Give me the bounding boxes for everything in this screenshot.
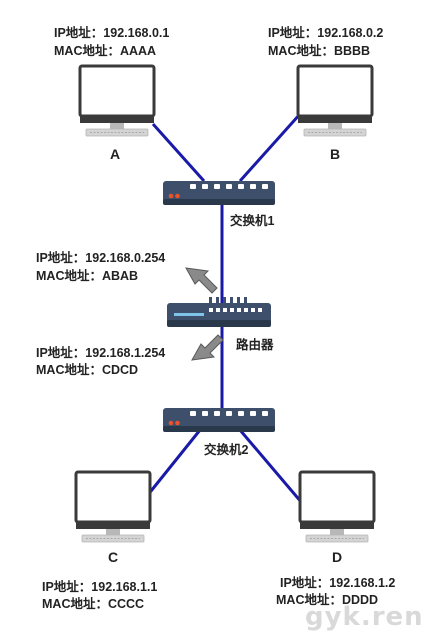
router-upper-ip: IP地址：192.168.0.254 xyxy=(36,250,165,265)
router-upper-mac: MAC地址：ABAB xyxy=(36,268,138,283)
host-c: C IP地址：192.168.1.1 MAC地址：CCCC xyxy=(42,470,157,611)
host-c-ip: IP地址：192.168.1.1 xyxy=(42,579,157,594)
switch-1-icon xyxy=(163,181,275,205)
host-b: IP地址：192.168.0.2 MAC地址：BBBB B xyxy=(268,25,383,162)
router: 路由器 IP地址：192.168.0.254 MAC地址：ABAB IP地址：1… xyxy=(36,250,274,377)
router-interface-upper: IP地址：192.168.0.254 MAC地址：ABAB xyxy=(36,250,218,294)
router-lower-mac: MAC地址：CDCD xyxy=(36,362,138,377)
watermark: gyk.ren xyxy=(305,602,424,632)
host-a: IP地址：192.168.0.1 MAC地址：AAAA A xyxy=(54,25,169,162)
switch-2-name: 交换机2 xyxy=(204,442,249,457)
router-interface-lower: IP地址：192.168.1.254 MAC地址：CDCD xyxy=(36,334,224,377)
switch-2-icon xyxy=(163,408,275,432)
link-switch2-c xyxy=(145,429,202,497)
host-a-mac: MAC地址：AAAA xyxy=(54,43,156,58)
host-c-mac: MAC地址：CCCC xyxy=(42,596,144,611)
host-a-ip: IP地址：192.168.0.1 xyxy=(54,25,169,40)
host-d-mac: MAC地址：DDDD xyxy=(276,592,378,607)
host-a-name: A xyxy=(110,146,120,162)
link-switch2-d xyxy=(238,429,304,504)
router-lower-ip: IP地址：192.168.1.254 xyxy=(36,345,165,360)
arrow-lower-icon xyxy=(191,334,224,361)
computer-d-icon xyxy=(298,470,376,544)
router-icon xyxy=(167,297,271,327)
host-d-ip: IP地址：192.168.1.2 xyxy=(280,575,395,590)
switch-1-name: 交换机1 xyxy=(230,213,275,228)
host-d: D IP地址：192.168.1.2 MAC地址：DDDD xyxy=(276,470,395,607)
switch-1: 交换机1 xyxy=(163,181,275,228)
link-a-switch1 xyxy=(151,122,206,183)
router-name: 路由器 xyxy=(236,337,274,352)
host-d-name: D xyxy=(332,549,342,565)
host-b-mac: MAC地址：BBBB xyxy=(268,43,370,58)
computer-b-icon xyxy=(296,64,374,138)
arrow-upper-icon xyxy=(185,267,218,294)
switch-2: 交换机2 xyxy=(163,408,275,457)
host-c-name: C xyxy=(108,549,118,565)
host-b-ip: IP地址：192.168.0.2 xyxy=(268,25,383,40)
computer-c-icon xyxy=(74,470,152,544)
host-b-name: B xyxy=(330,146,340,162)
computer-a-icon xyxy=(78,64,156,138)
link-b-switch1 xyxy=(238,102,311,183)
